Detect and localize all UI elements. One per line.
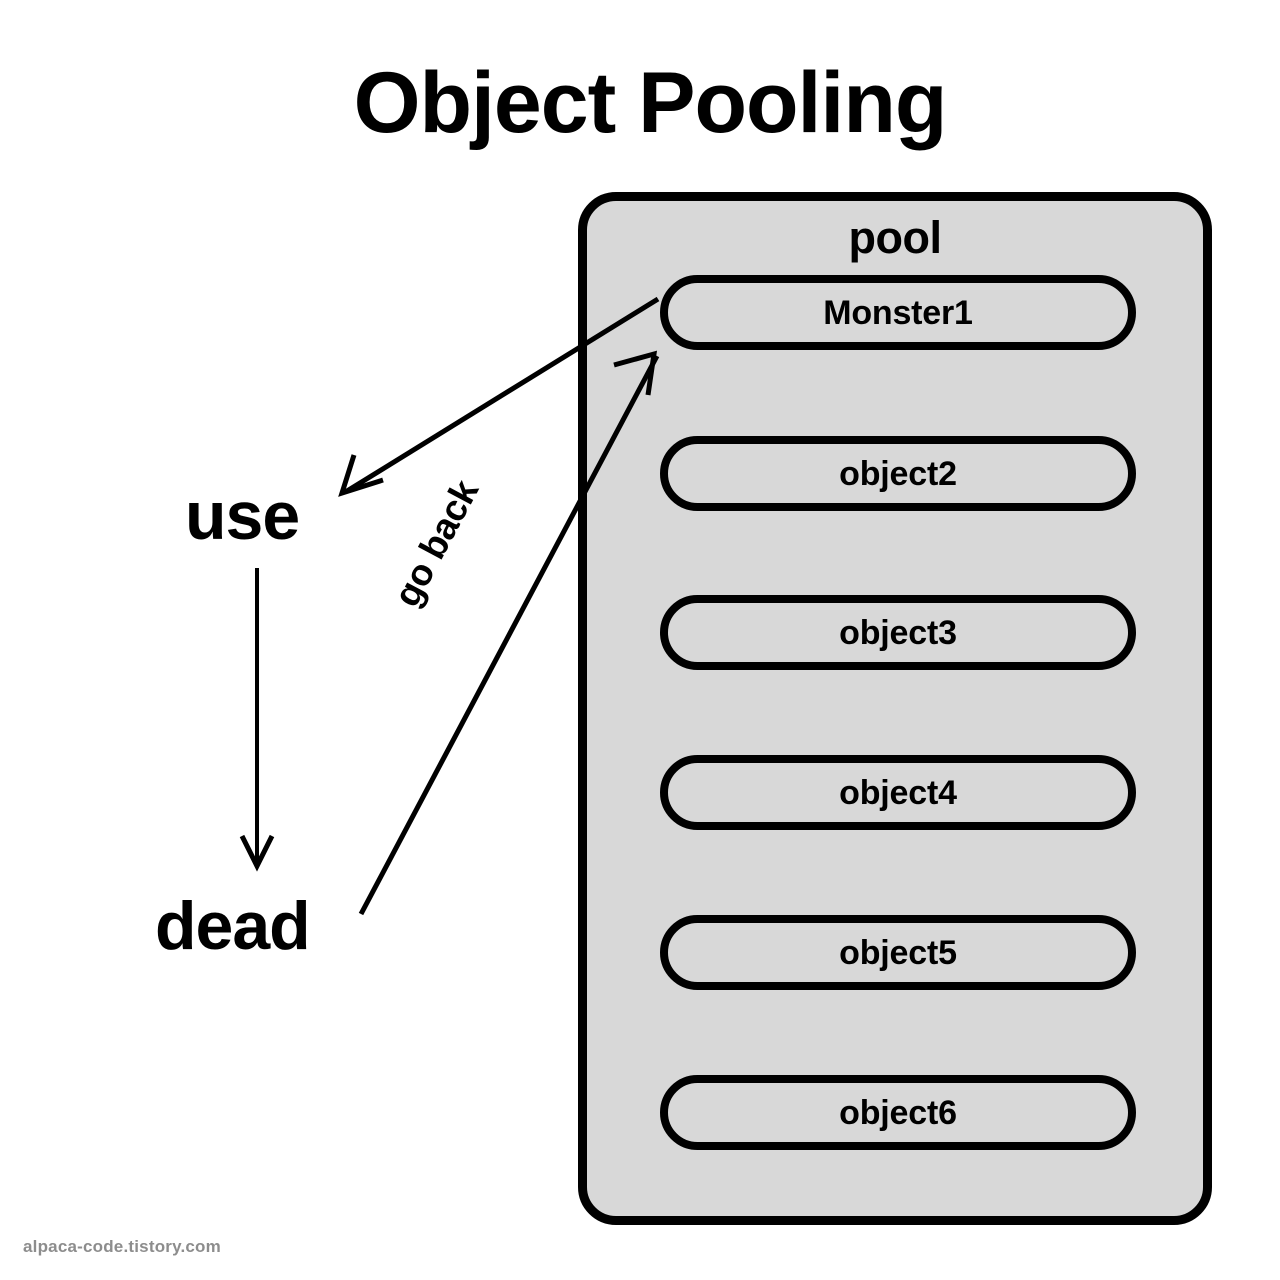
pool-label: pool <box>848 212 942 263</box>
state-label-use: use <box>185 478 300 554</box>
pool-item-label: object6 <box>839 1093 957 1132</box>
pool-item-object4[interactable]: object4 <box>660 755 1136 830</box>
state-label-dead: dead <box>155 888 311 964</box>
go-back-arrow-label: go back <box>385 473 487 614</box>
pool-item-monster1[interactable]: Monster1 <box>660 275 1136 350</box>
pool-item-label: object4 <box>839 773 957 812</box>
pool-item-object6[interactable]: object6 <box>660 1075 1136 1150</box>
pool-item-label: Monster1 <box>823 293 973 332</box>
pool-item-label: object2 <box>839 454 957 493</box>
pool-item-object2[interactable]: object2 <box>660 436 1136 511</box>
pool-container: pool <box>578 192 1212 1225</box>
pool-item-label: object5 <box>839 933 957 972</box>
page-title: Object Pooling <box>353 55 948 151</box>
watermark: alpaca-code.tistory.com <box>23 1237 221 1256</box>
pool-item-object3[interactable]: object3 <box>660 595 1136 670</box>
pool-item-object5[interactable]: object5 <box>660 915 1136 990</box>
pool-item-label: object3 <box>839 613 957 652</box>
dead-arrow <box>239 568 275 872</box>
